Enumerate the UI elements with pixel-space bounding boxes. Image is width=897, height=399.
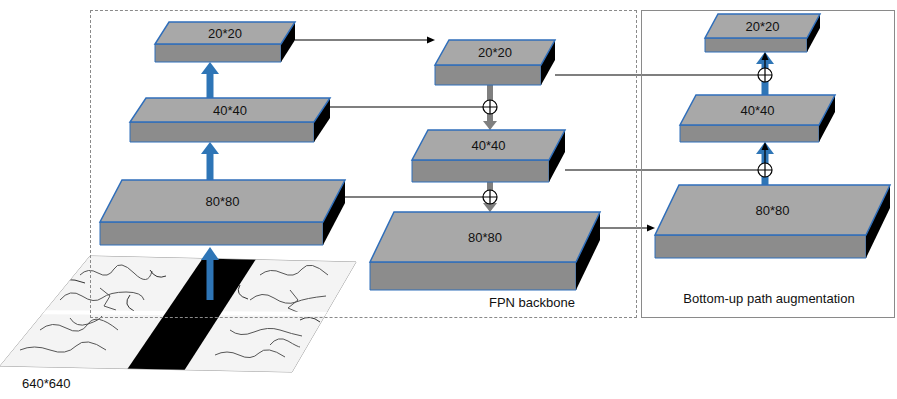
slab-top [130,98,330,122]
slab-front [130,122,314,142]
size-label: 40*40 [472,138,506,153]
connector [201,142,219,180]
slab-top [655,185,890,235]
slab-front [412,160,549,182]
size-label: 20*20 [208,26,242,41]
connector [600,225,655,232]
slab-top [680,95,835,125]
feature-map: 20*20 [435,40,555,85]
connector-line [207,154,214,180]
slab-shape [100,180,345,245]
slab-label: 40*40 [688,95,827,125]
sum-symbol [483,100,497,114]
slab-top [412,130,565,160]
connector [483,182,497,212]
size-label: 40*40 [741,103,775,118]
connector [201,62,219,98]
size-label: 80*80 [206,194,240,209]
arrow-head [762,142,769,150]
size-label: 40*40 [213,103,247,118]
connector-line [330,107,490,122]
slab-label: 80*80 [667,185,878,235]
connector [330,107,494,130]
slab-label: 20*20 [162,22,288,44]
slab-front [435,65,541,85]
image-size-label: 640*640 [22,376,70,391]
size-label: 20*20 [746,19,780,34]
sum-symbol [483,190,497,204]
slab-top [100,180,345,222]
connector [756,142,774,185]
feature-map: 80*80 [655,185,890,258]
connector [483,85,497,130]
feature-map: 40*40 [680,95,835,142]
sum-symbol [758,163,772,177]
slab-front [370,262,576,290]
slab-front [655,235,866,258]
connector [565,142,769,170]
image-sketch [0,255,360,374]
slab-shape [680,95,835,142]
input-arrow-head [201,247,219,260]
size-label: 80*80 [468,230,502,245]
input-arrow [207,260,214,300]
connector [295,37,435,44]
slab-label: 40*40 [420,130,557,160]
slab-label: 80*80 [382,212,588,262]
connector [345,197,494,212]
arrow-head [201,62,219,74]
arrow-head [647,225,655,232]
slab-label: 20*20 [712,14,814,38]
slab-label: 20*20 [442,40,548,65]
connector [555,52,769,75]
connector-line [295,39,427,40]
slab-top [370,212,600,262]
arrow-head [427,37,435,44]
region-box: Bottom-up path augmentation 20*20 40*40 80*… [641,10,895,318]
connector-line [207,74,214,98]
connector [756,52,774,95]
feature-map: 20*20 [705,14,820,52]
slab-top [155,22,295,44]
feature-map: 40*40 [130,98,330,142]
sum-symbol [758,68,772,82]
slab-front [680,125,819,142]
feature-map: 80*80 [370,212,600,290]
size-label: 20*20 [478,45,512,60]
feature-map: 40*40 [412,130,565,182]
slab-front [705,38,807,52]
feature-map: 20*20 [155,22,295,62]
region-box: FPN backbone 20*20 40*40 80*80 20*20 40*40 80*… [90,10,637,318]
feature-map: 80*80 [100,180,345,245]
connector-line [555,60,765,75]
region-title: FPN backbone [489,295,575,310]
slab-top [705,14,820,38]
region-title: Bottom-up path augmentation [683,291,854,306]
arrow-head [201,142,219,154]
slab-front [100,222,323,245]
arrow-head [483,121,497,130]
connector-line [345,197,490,204]
slab-top [435,40,555,65]
slab-shape [655,185,890,258]
region-label: Bottom-up path augmentation [644,291,894,306]
region-label: FPN backbone [442,295,622,310]
slab-label: 40*40 [138,98,322,122]
arrow-head [762,52,769,60]
connector-line [600,227,647,228]
slab-front [155,44,281,62]
slab-shape [370,212,600,290]
slab-label: 80*80 [111,180,334,222]
size-label: 80*80 [756,203,790,218]
connector-line [565,150,765,170]
